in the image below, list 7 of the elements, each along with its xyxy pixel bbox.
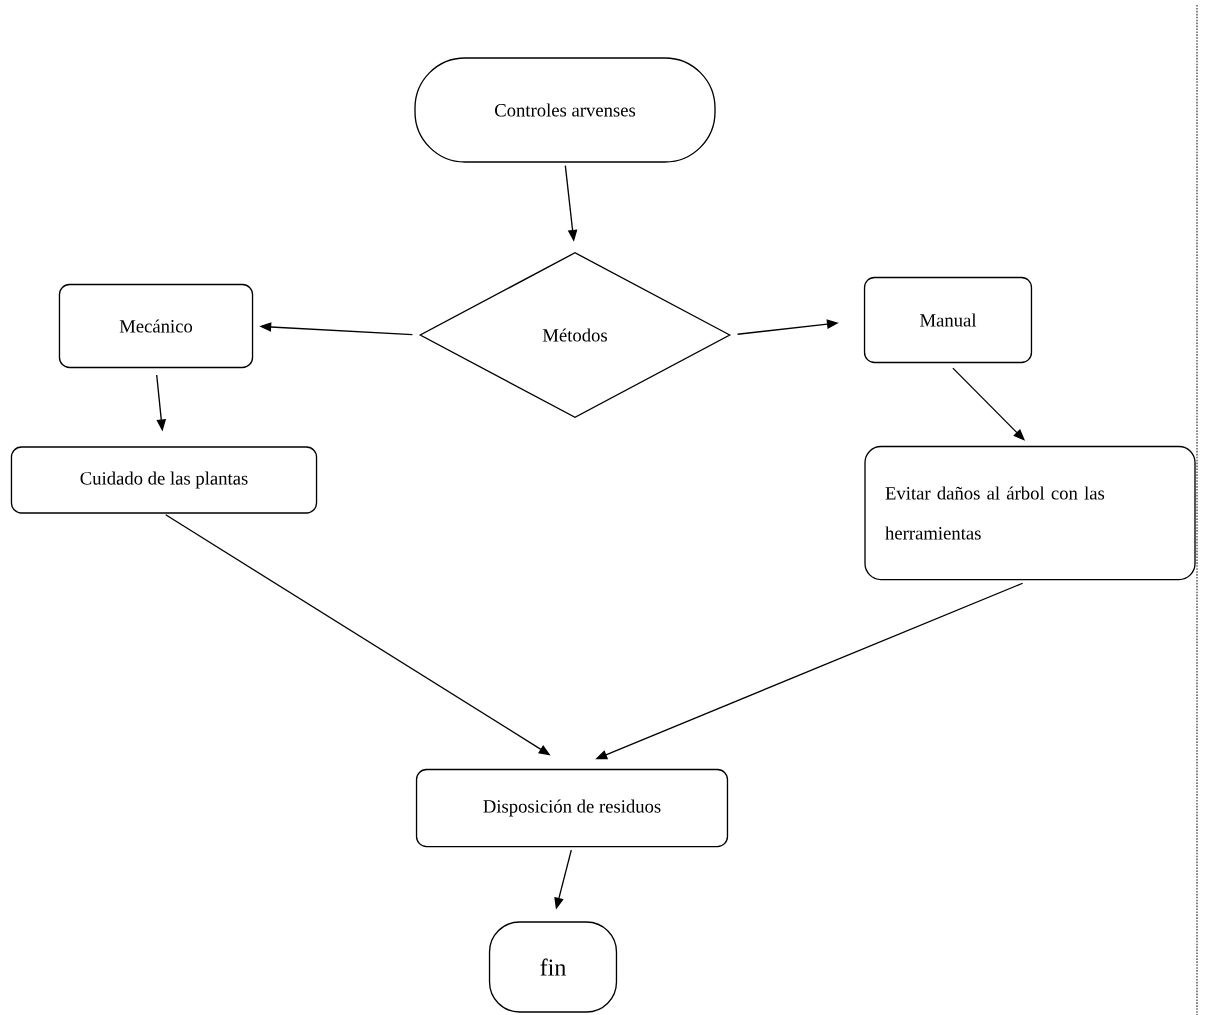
process-box: Cuidado de las plantas bbox=[10, 446, 318, 514]
process-box: Evitar daños al árbol con las herramientas bbox=[864, 445, 1196, 581]
terminal-box: Controles arvenses bbox=[414, 57, 716, 163]
terminal-box: fin bbox=[488, 921, 618, 1013]
process-box: Mecánico bbox=[58, 283, 254, 369]
process-box: Disposición de residuos bbox=[415, 768, 729, 848]
process-box: Manual bbox=[863, 276, 1033, 364]
